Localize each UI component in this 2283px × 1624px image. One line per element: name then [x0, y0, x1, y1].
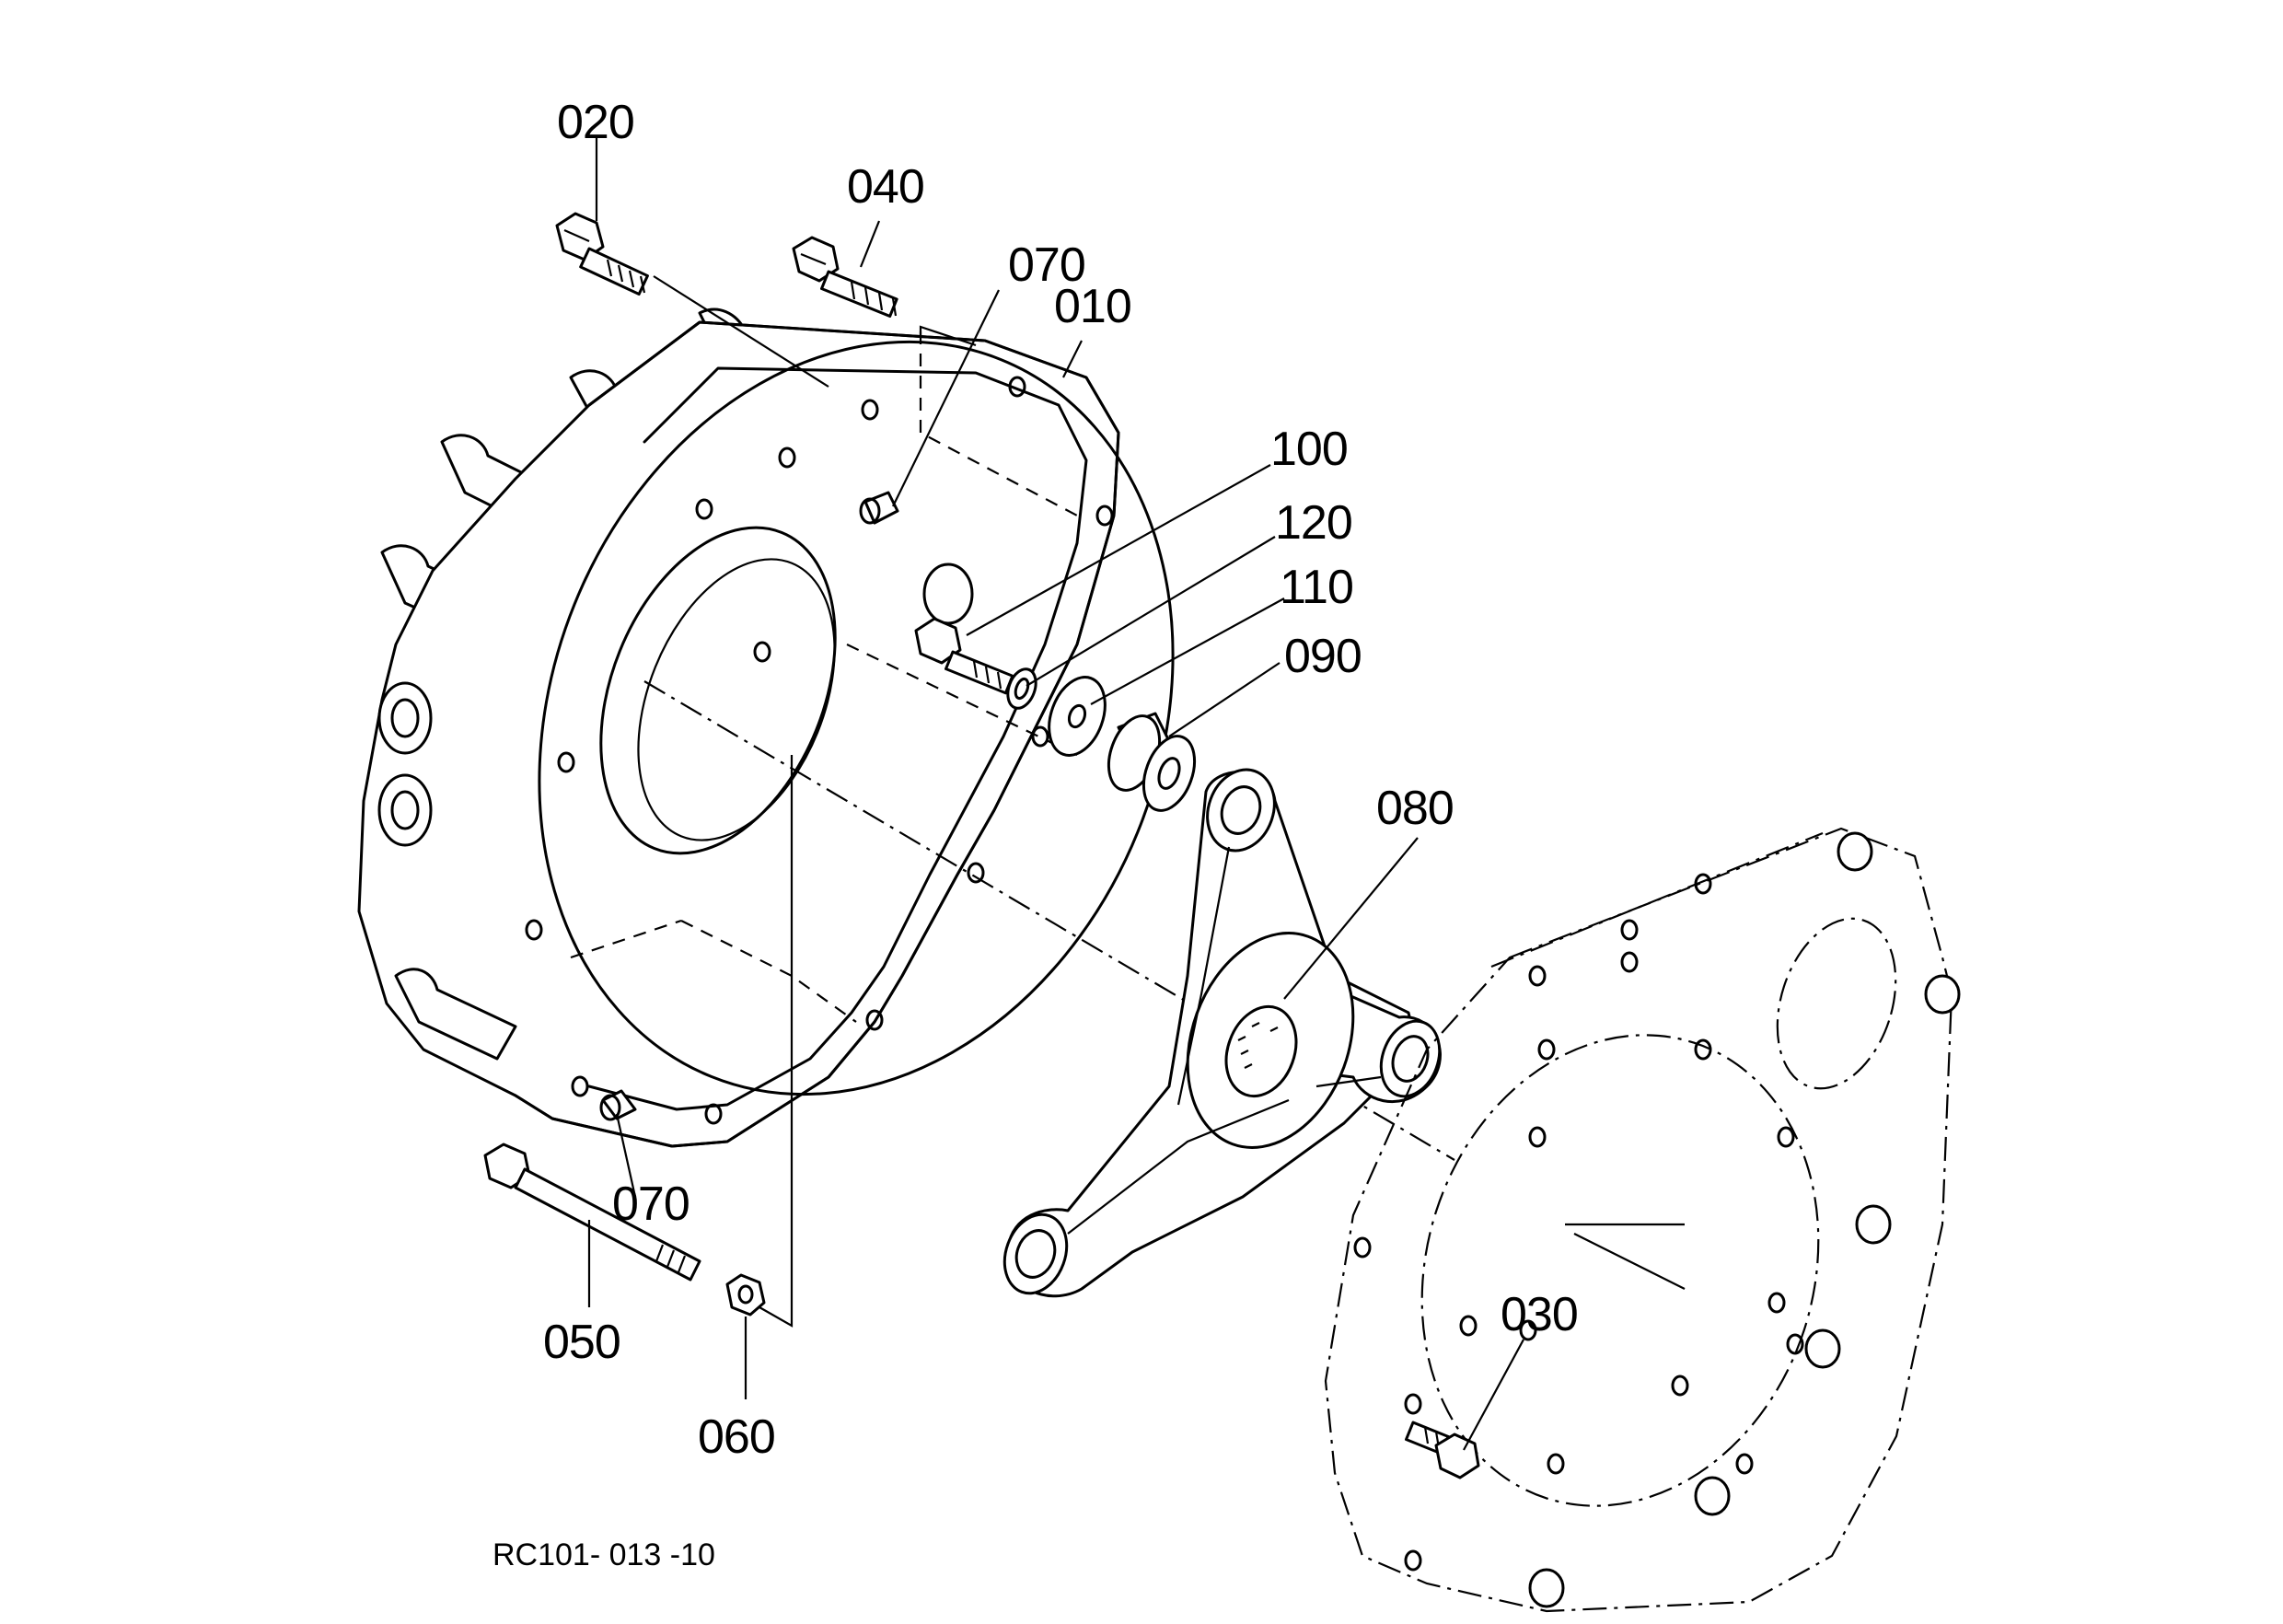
callout-070-top: 070	[1008, 238, 1085, 292]
washer-110	[1048, 676, 1107, 757]
bolt-030	[1405, 1421, 1480, 1479]
flywheel-housing-010	[357, 307, 1175, 1148]
nut-060	[725, 755, 794, 1328]
callout-020: 020	[557, 96, 634, 149]
callout-080: 080	[1376, 782, 1454, 835]
callout-010: 010	[1054, 280, 1131, 333]
drawing-code: RC101- 013 -10	[493, 1537, 715, 1572]
bolt-020	[555, 212, 829, 388]
callout-060: 060	[698, 1410, 775, 1464]
callout-050: 050	[543, 1316, 620, 1369]
callout-040: 040	[847, 160, 924, 214]
centerline-extension	[1573, 1233, 1686, 1290]
bolt-100	[914, 617, 1014, 695]
coupling-080	[1002, 768, 1442, 1298]
leader-lines	[587, 138, 1524, 1451]
bolt-040	[792, 236, 977, 347]
callout-120: 120	[1275, 496, 1352, 550]
bushing-090	[1107, 712, 1197, 812]
flywheel-plate	[1324, 827, 1961, 1613]
callout-070-bottom: 070	[612, 1177, 690, 1231]
callout-090: 090	[1284, 630, 1362, 683]
lock-washer-120	[1006, 667, 1037, 710]
callout-030: 030	[1501, 1288, 1578, 1341]
bolt-050	[483, 1143, 701, 1282]
callout-110: 110	[1280, 561, 1353, 614]
callout-100: 100	[1270, 423, 1348, 476]
